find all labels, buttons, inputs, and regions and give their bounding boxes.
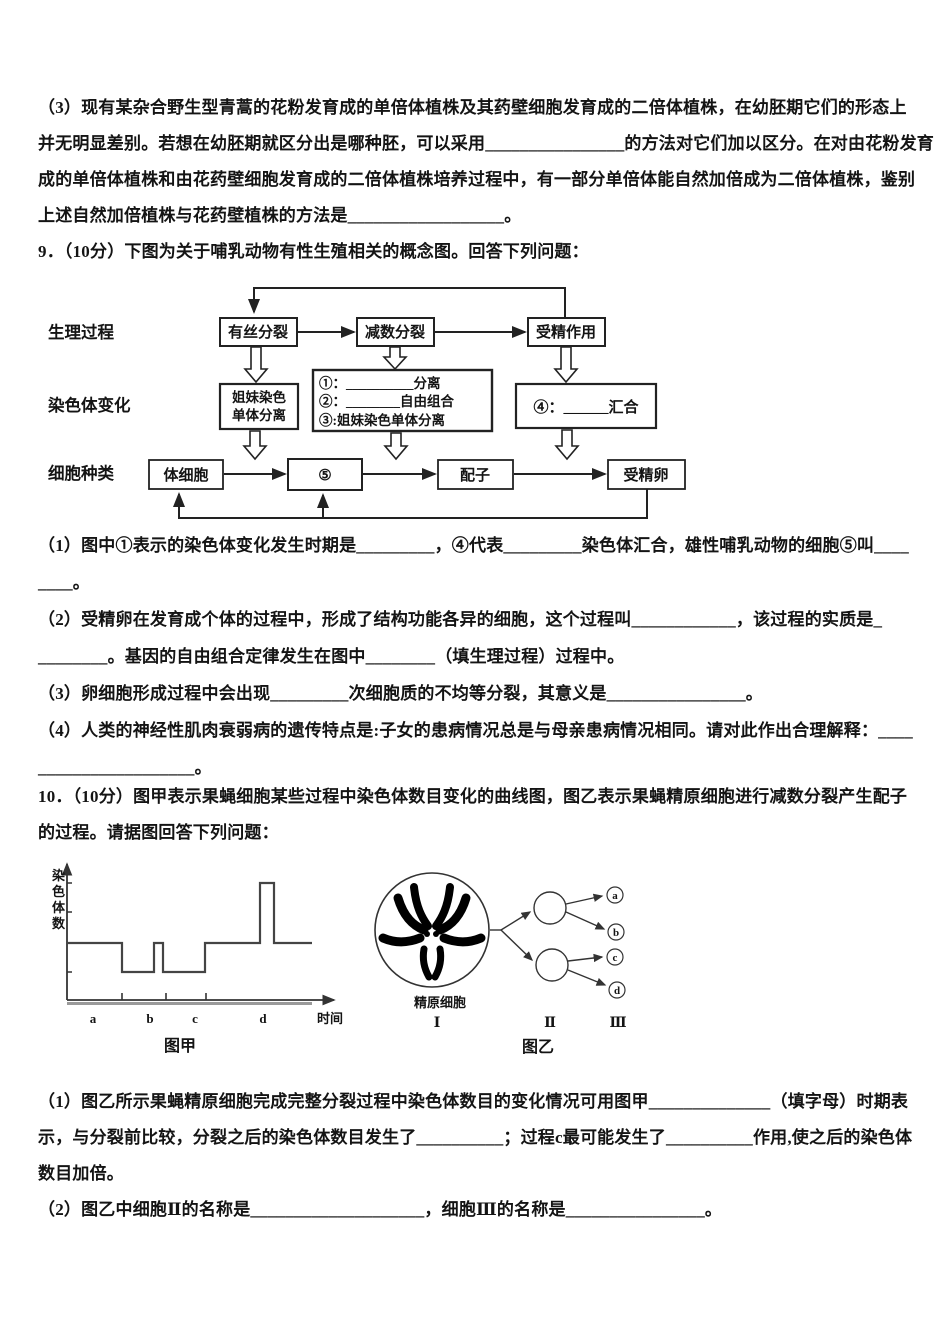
question-9-parts: （1）图中①表示的染色体变化发生时期是_________，④代表________…: [38, 527, 924, 786]
gamete-b-circle: [607, 923, 625, 941]
y-axis-ticks: [67, 882, 72, 973]
box-gamete: [437, 459, 514, 490]
text-line: 成的单倍体植株和由花药壁细胞发育成的二倍体植株培养过程中，有一部分单倍体能自然加…: [38, 170, 916, 189]
text-line: __________________。: [38, 758, 212, 777]
gamete-c-label: c: [613, 952, 618, 964]
feedback-arrow-bottom: [173, 489, 648, 519]
box-zygote-label: 受精卵: [623, 466, 668, 484]
spermatogonium-cell: [374, 872, 490, 988]
text-line: 10．（10分）图甲表示果蝇细胞某些过程中染色体数目变化的曲线图，图乙表示果蝇精…: [38, 787, 908, 806]
text-line: （1）图中①表示的染色体变化发生时期是_________，④代表________…: [38, 536, 909, 555]
box-five: [287, 458, 363, 491]
box-five-label: ⑤: [318, 468, 331, 484]
x-axis-label: 时间: [317, 1011, 343, 1026]
arrow-to-gamete-d: [567, 969, 607, 986]
box-chromosome-changes: [311, 368, 494, 433]
text-line: （3）卵细胞形成过程中会出现_________次细胞质的不均等分裂，其意义是__…: [38, 684, 763, 703]
segment-label-d: d: [259, 1011, 267, 1026]
chromosome-dot: [433, 931, 439, 937]
box-somatic-label: 体细胞: [163, 466, 208, 484]
question-10-parts: （1）图乙所示果蝇精原细胞完成完整分裂过程中染色体数目的变化情况可用图甲____…: [38, 1084, 924, 1228]
text-line: 9．（10分）下图为关于哺乳动物有性生殖相关的概念图。回答下列问题：: [38, 242, 589, 261]
row-label-physiological-process: 生理过程: [48, 322, 115, 342]
text-line: 并无明显差别。若想在幼胚期就区分出是哪种胚，可以采用______________…: [38, 134, 934, 153]
box-mitosis-label: 有丝分裂: [228, 323, 288, 341]
text-line: （4）人类的神经性肌肉衰弱病的遗传特点是:子女的患病情况总是与母亲患病情况相同。…: [38, 721, 913, 740]
box-center-line3: ③:姐妹染色单体分离: [319, 412, 445, 428]
question-9-intro: 9．（10分）下图为关于哺乳动物有性生殖相关的概念图。回答下列问题：: [38, 234, 924, 270]
hollow-arrow-3: [553, 346, 579, 384]
hollow-arrow-1: [243, 346, 269, 384]
text-line: （2）图乙中细胞Ⅱ的名称是____________________，细胞Ⅲ的名称…: [38, 1200, 723, 1219]
gamete-a-circle: [606, 886, 624, 904]
box-meiosis: [356, 317, 435, 347]
question-10-intro: 10．（10分）图甲表示果蝇细胞某些过程中染色体数目变化的曲线图，图乙表示果蝇精…: [38, 779, 924, 851]
figure-jia-chart: 染 色 体 数 a b c d 时间 图甲: [51, 862, 343, 1055]
text-line: 的过程。请据图回答下列问题：: [38, 823, 279, 842]
box-meiosis-label: 减数分裂: [365, 323, 425, 341]
box-four: [514, 382, 658, 430]
text-line: 数目加倍。: [38, 1164, 124, 1183]
gamete-d-label: d: [614, 985, 620, 997]
box-sister-line1: 姐妹染色: [232, 389, 286, 405]
box-sister-chromatid: [218, 382, 300, 431]
arrow-to-cell-2b: [500, 929, 534, 961]
text-line: （1）图乙所示果蝇精原细胞完成完整分裂过程中染色体数目的变化情况可用图甲____…: [38, 1092, 909, 1111]
secondary-spermatocyte-bottom: [535, 948, 569, 982]
segment-label-a: a: [90, 1011, 97, 1026]
secondary-spermatocyte-top: [533, 891, 567, 925]
x-axis-ticks: [121, 993, 207, 1000]
chromosomes: [378, 883, 486, 981]
box-zygote: [607, 459, 686, 490]
row-label-chromosome-change: 染色体变化: [48, 395, 131, 415]
hollow-arrow-4: [242, 430, 268, 461]
box-gamete-label: 配子: [460, 467, 490, 484]
gamete-a-label: a: [612, 890, 618, 902]
y-axis-label-char: 数: [52, 916, 66, 931]
text-line: 上述自然加倍植株与花药壁植株的方法是__________________。: [38, 206, 522, 225]
box-fertilization-label: 受精作用: [536, 323, 596, 341]
gamete-c-circle: [606, 948, 624, 966]
y-axis-label-char: 体: [52, 900, 66, 915]
box-fertilization: [527, 317, 606, 347]
feedback-arrow-top: [248, 287, 566, 318]
arrow-to-gamete-c: [567, 953, 604, 963]
chromosome-number-curve: [67, 881, 312, 974]
segment-label-b: b: [146, 1011, 153, 1026]
text-line: ________。基因的自由组合定律发生在图中________（填生理过程）过程…: [38, 647, 625, 666]
text-line: ____。: [38, 573, 90, 592]
text-line: （3）现有某杂合野生型青蒿的花粉发育成的单倍体植株及其药壁细胞发育成的二倍体植株…: [38, 98, 907, 117]
arrow-to-gamete-b: [565, 911, 606, 930]
box-mitosis: [219, 317, 298, 347]
gamete-b-label: b: [613, 927, 619, 939]
hollow-arrow-5: [383, 432, 409, 461]
figure-yi-diagram: a b c d 精原细胞 Ⅰ Ⅱ Ⅲ 图乙: [374, 872, 627, 1056]
text-line: （2）受精卵在发育成个体的过程中，形成了结构功能各异的细胞，这个过程叫_____…: [38, 610, 883, 629]
stage-2-label: Ⅱ: [544, 1016, 556, 1031]
y-axis-label-char: 色: [52, 884, 65, 899]
box-sister-line2: 单体分离: [232, 407, 286, 423]
text-line: 示，与分裂前比较，分裂之后的染色体数目发生了__________；过程c最可能发…: [38, 1128, 913, 1147]
box-four-label: ④：______汇合: [533, 398, 639, 416]
concept-diagram: 生理过程 染色体变化 细胞种类 有丝分裂 减数分裂 受精作用 姐妹染色 单体分离…: [48, 287, 686, 519]
figure-yi-caption: 图乙: [522, 1038, 554, 1056]
question-3-paragraph: （3）现有某杂合野生型青蒿的花粉发育成的单倍体植株及其药壁细胞发育成的二倍体植株…: [38, 90, 934, 234]
hollow-arrow-6: [554, 429, 580, 461]
arrow-to-gamete-a: [565, 893, 604, 905]
stage-1-label: Ⅰ: [434, 1016, 441, 1031]
chromosome-dot: [424, 931, 430, 937]
spermatogonium-label: 精原细胞: [414, 995, 466, 1010]
figure-jia-caption: 图甲: [164, 1037, 196, 1055]
arrow-to-cell-2a: [500, 911, 532, 931]
box-center-line1: ①：__________分离: [319, 375, 441, 391]
box-center-line2: ②：________自由组合: [319, 393, 454, 409]
row-label-cell-type: 细胞种类: [48, 463, 115, 483]
box-somatic-cell: [148, 459, 224, 490]
hollow-arrow-2: [382, 346, 408, 371]
gamete-d-circle: [608, 981, 626, 999]
y-axis-label-char: 染: [51, 868, 66, 883]
segment-label-c: c: [192, 1011, 198, 1026]
stage-3-label: Ⅲ: [609, 1016, 626, 1031]
